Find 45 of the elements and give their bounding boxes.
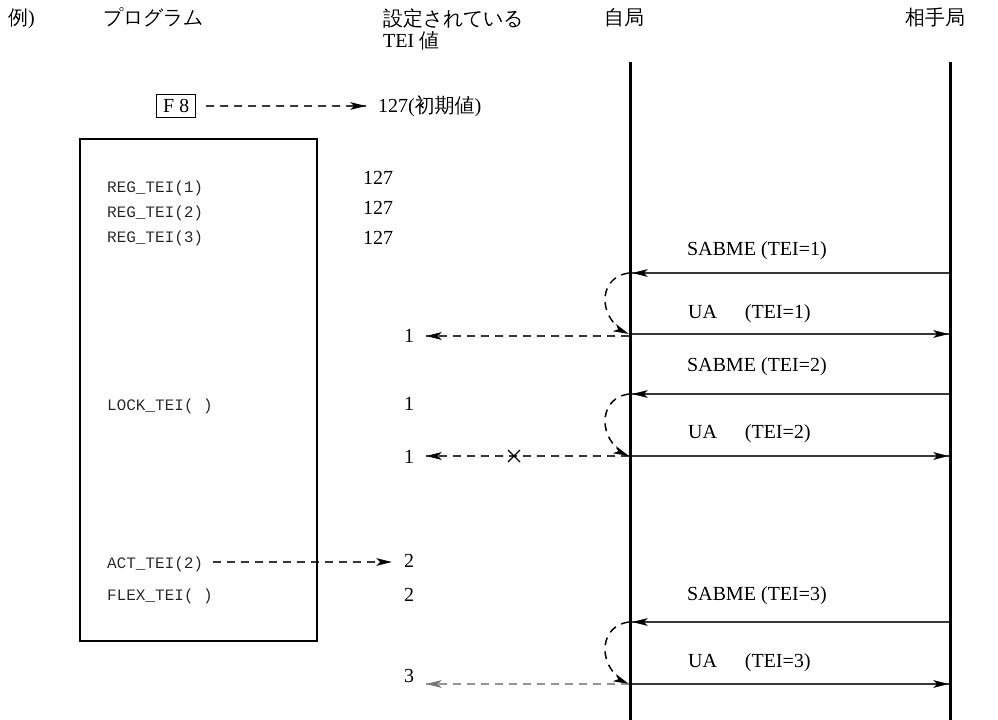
- arrow: [426, 680, 629, 688]
- code-line: REG_TEI(3): [107, 230, 204, 246]
- value-text: 1: [404, 447, 414, 467]
- loop-arrow: [604, 272, 630, 335]
- edge-label: SABME (TEI=3): [685, 583, 829, 605]
- loop-arrow: [604, 621, 630, 685]
- value-text: 127: [363, 168, 393, 188]
- lifeline: [949, 62, 952, 720]
- edge-label: UA (TEI=3): [686, 650, 812, 672]
- value-text: 2: [404, 585, 414, 605]
- arrow: [632, 330, 949, 338]
- arrow: [632, 269, 949, 277]
- program-box: [79, 138, 318, 642]
- value-text: 127(初期値): [378, 96, 482, 116]
- key-box: F 8: [156, 94, 196, 118]
- lifeline-heading: 自局: [604, 8, 644, 28]
- column-heading: 設定されている TEI 値: [383, 8, 524, 52]
- code-line: ACT_TEI(2): [107, 556, 204, 572]
- value-text: 3: [404, 666, 414, 686]
- edge-label: UA (TEI=2): [686, 421, 812, 443]
- code-line: REG_TEI(1): [107, 180, 204, 196]
- loop-arrow: [604, 393, 630, 457]
- value-text: 127: [363, 228, 393, 248]
- lifeline: [629, 62, 632, 720]
- lifeline-heading: 相手局: [905, 8, 965, 28]
- value-text: 127: [363, 198, 393, 218]
- edge-label: UA (TEI=1): [686, 301, 812, 323]
- column-heading: 例): [8, 8, 35, 28]
- value-text: 2: [404, 551, 414, 571]
- arrow: [213, 558, 392, 566]
- arrow: [632, 452, 949, 460]
- arrow: [632, 390, 949, 398]
- value-text: 1: [404, 394, 414, 414]
- edge-label: SABME (TEI=2): [685, 354, 829, 376]
- column-heading: プログラム: [103, 8, 203, 28]
- value-text: 1: [404, 326, 414, 346]
- arrow: [632, 618, 949, 626]
- arrow: [426, 332, 629, 340]
- arrow: [206, 102, 366, 110]
- arrow: [632, 680, 949, 688]
- edge-label: SABME (TEI=1): [685, 238, 829, 260]
- arrow: [426, 452, 629, 460]
- code-line: REG_TEI(2): [107, 205, 204, 221]
- code-line: LOCK_TEI( ): [107, 398, 213, 414]
- code-line: FLEX_TEI( ): [107, 588, 213, 604]
